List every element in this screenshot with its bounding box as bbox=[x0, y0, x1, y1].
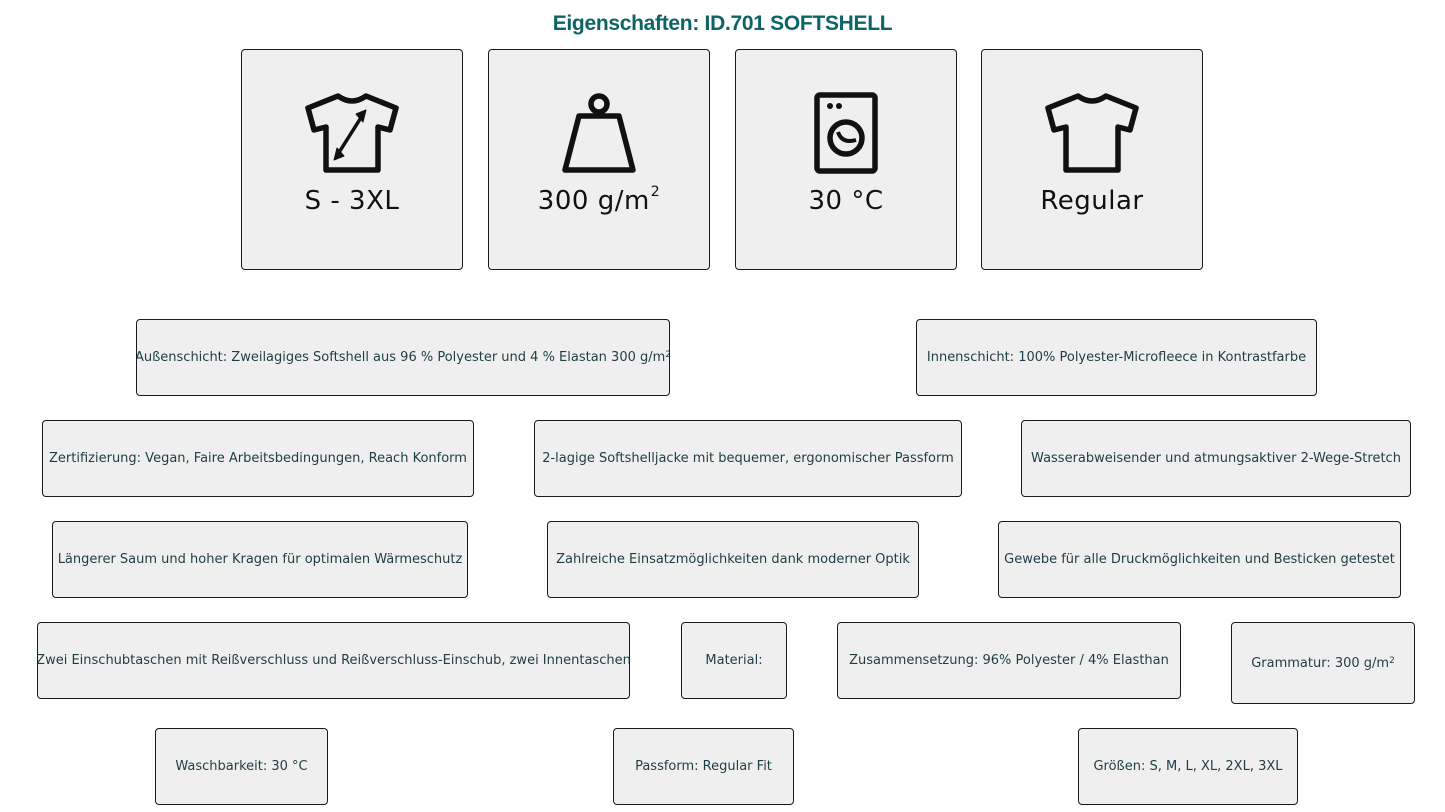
property-fit-value: Regular bbox=[1040, 186, 1144, 216]
property-sizes-value: S - 3XL bbox=[304, 186, 400, 216]
feature-material: Material: bbox=[681, 622, 787, 699]
washing-machine-icon bbox=[798, 92, 894, 174]
feature-hem: Längerer Saum und hoher Kragen für optim… bbox=[52, 521, 468, 598]
feature-inner-layer: Innenschicht: 100% Polyester-Microfleece… bbox=[916, 319, 1317, 396]
feature-sizes: Größen: S, M, L, XL, 2XL, 3XL bbox=[1078, 728, 1298, 805]
page-title: Eigenschaften: ID.701 SOFTSHELL bbox=[552, 12, 893, 35]
feature-certification: Zertifizierung: Vegan, Faire Arbeitsbedi… bbox=[42, 420, 474, 497]
feature-outer-layer: Außenschicht: Zweilagiges Softshell aus … bbox=[136, 319, 670, 396]
property-card-fit: Regular bbox=[981, 49, 1203, 270]
feature-washability: Waschbarkeit: 30 °C bbox=[155, 728, 328, 805]
property-card-weight: 300 g/m2 bbox=[488, 49, 710, 270]
property-weight-value: 300 g/m2 bbox=[537, 184, 661, 216]
feature-two-layer: 2-lagige Softshelljacke mit bequemer, er… bbox=[534, 420, 962, 497]
property-card-sizes: S - 3XL bbox=[241, 49, 463, 270]
tshirt-size-icon bbox=[304, 92, 400, 174]
feature-composition: Zusammensetzung: 96% Polyester / 4% Elas… bbox=[837, 622, 1181, 699]
feature-fit: Passform: Regular Fit bbox=[613, 728, 794, 805]
feature-water-repellent: Wasserabweisender und atmungsaktiver 2-W… bbox=[1021, 420, 1411, 497]
feature-grammage: Grammatur: 300 g/m2 bbox=[1231, 622, 1415, 704]
feature-pockets: Zwei Einschubtaschen mit Reißverschluss … bbox=[37, 622, 630, 699]
property-card-washing: 30 °C bbox=[735, 49, 957, 270]
feature-printing: Gewebe für alle Druckmöglichkeiten und B… bbox=[998, 521, 1401, 598]
tshirt-fit-icon bbox=[1044, 92, 1140, 174]
feature-versatile: Zahlreiche Einsatzmöglichkeiten dank mod… bbox=[547, 521, 919, 598]
property-washing-value: 30 °C bbox=[808, 186, 884, 216]
weight-icon bbox=[551, 92, 647, 174]
